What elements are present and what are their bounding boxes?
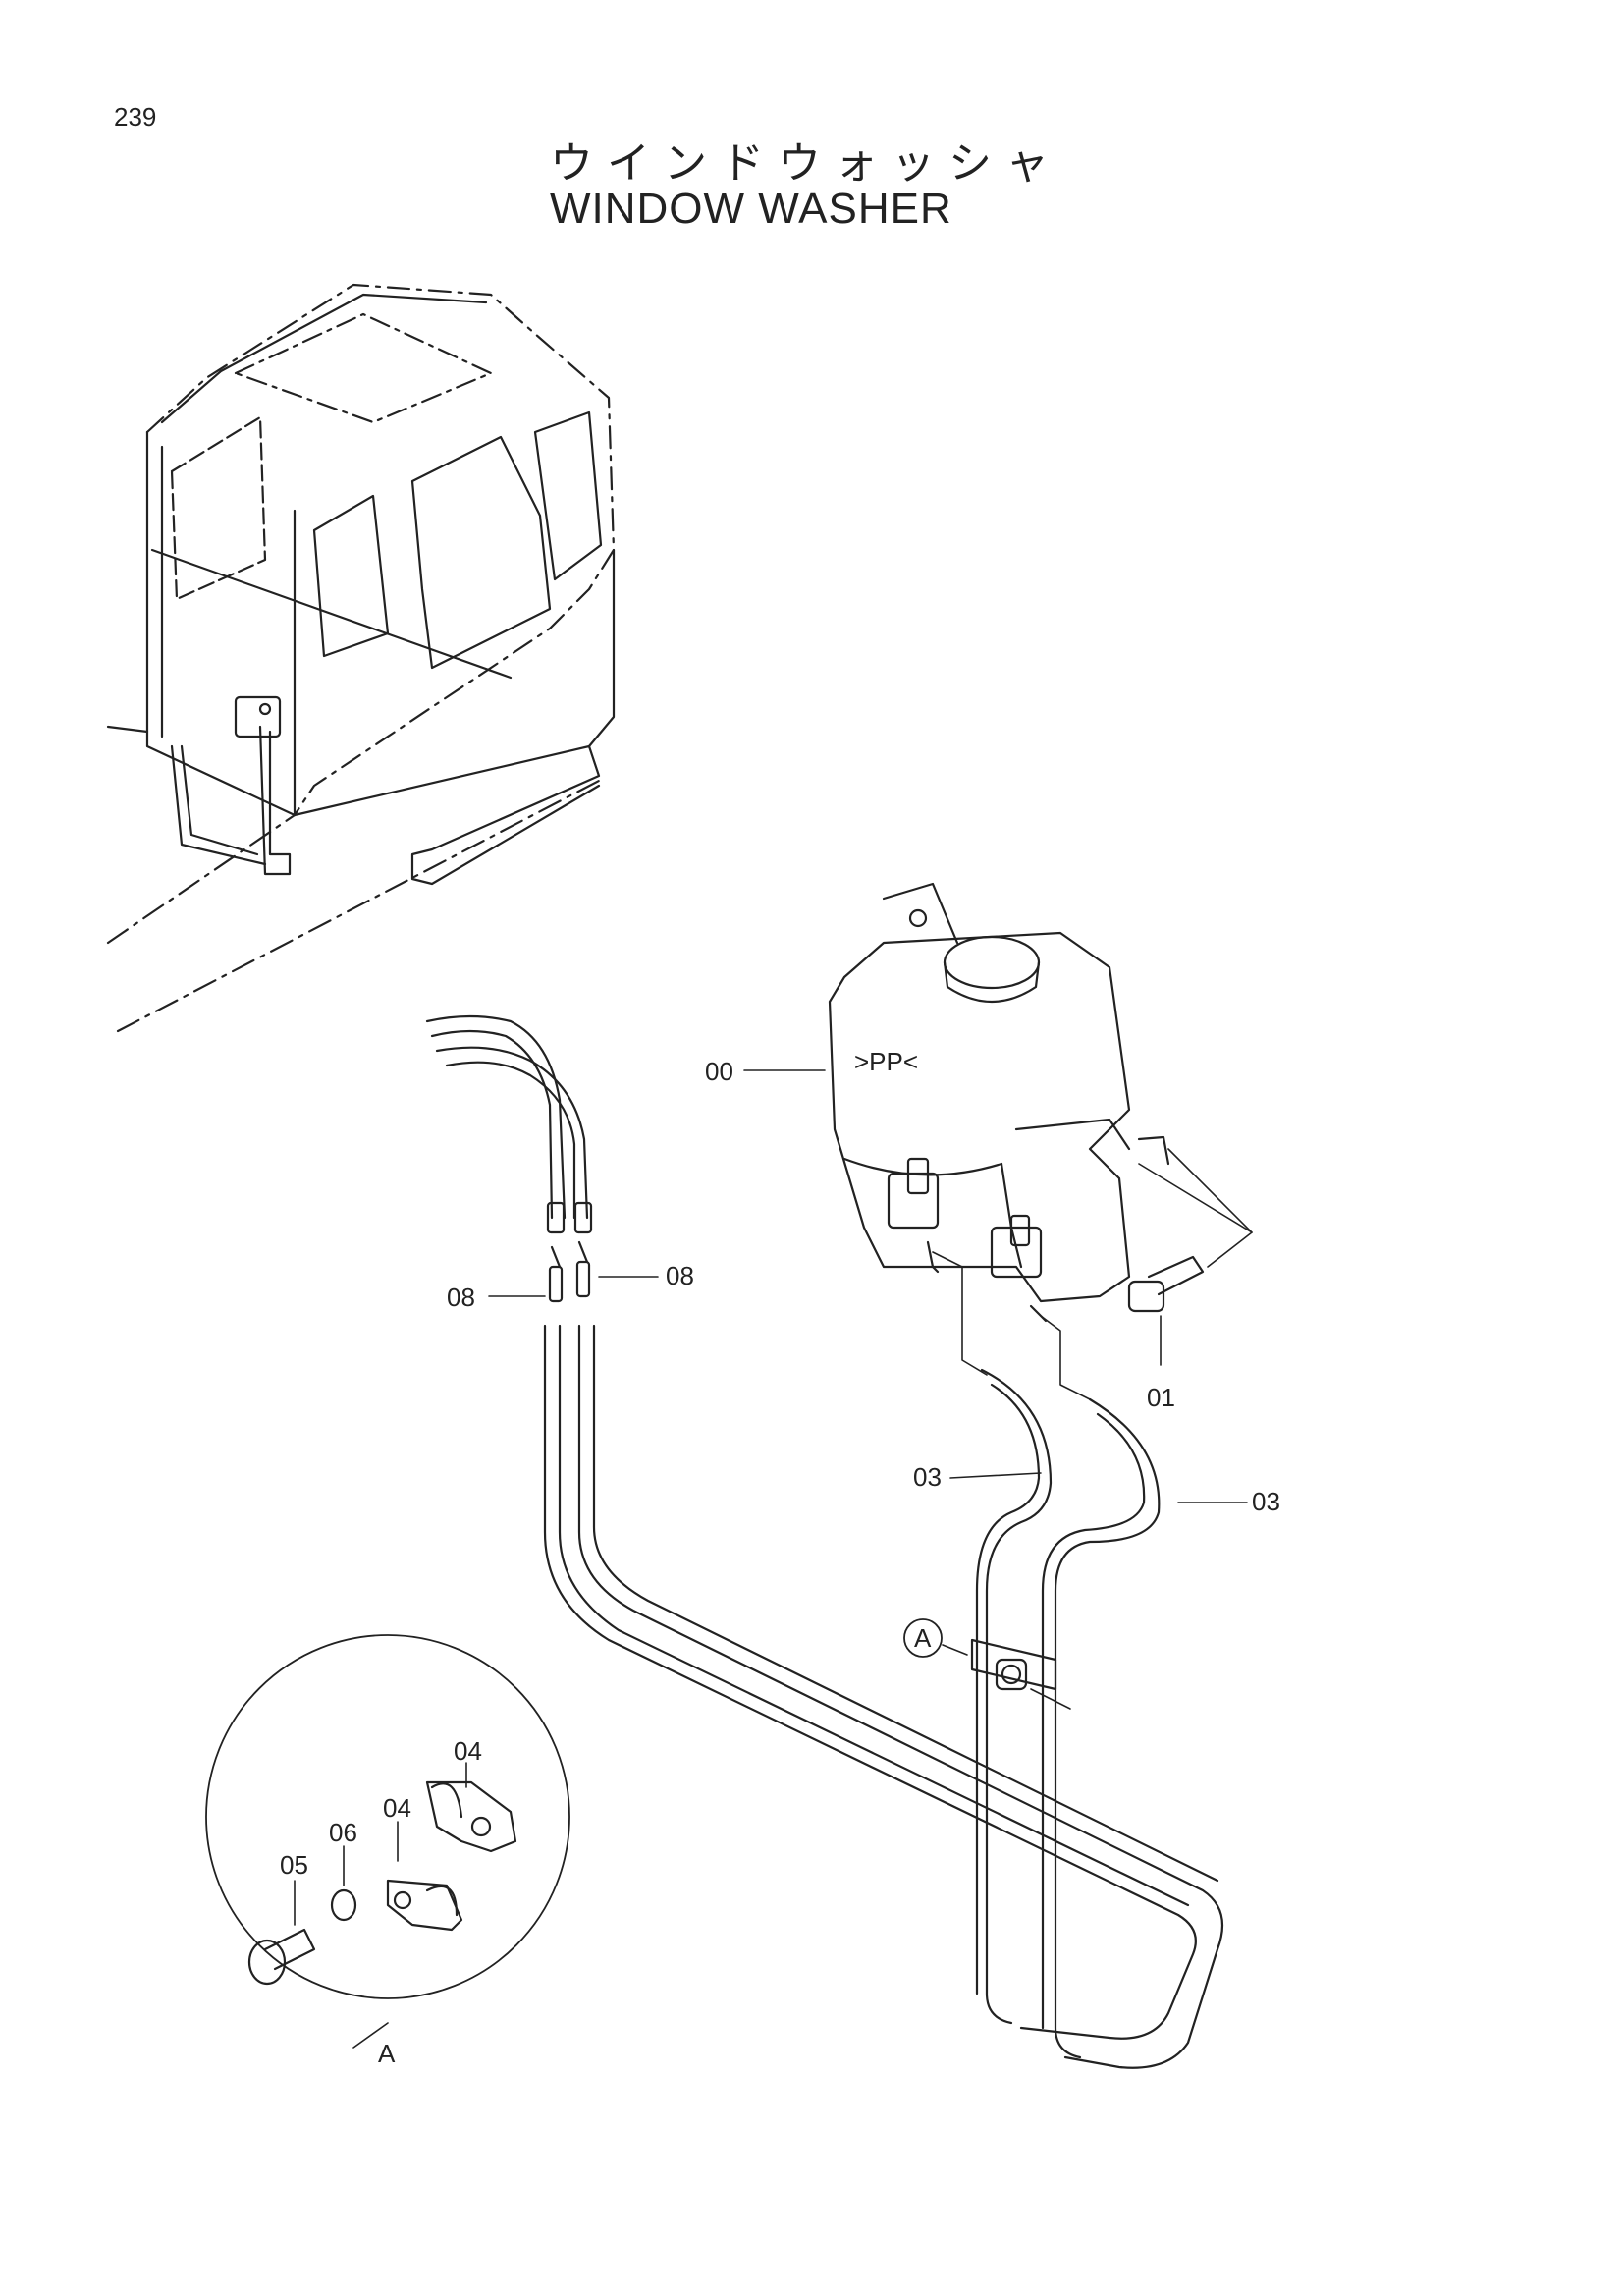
- tank-marking: >PP<: [854, 1047, 918, 1076]
- label-08-left: 08: [447, 1283, 475, 1312]
- label-08-right: 08: [666, 1261, 694, 1290]
- bolt-01: [1127, 1255, 1205, 1366]
- cab-illustration: [106, 283, 616, 1033]
- label-03-left: 03: [913, 1462, 942, 1492]
- joint-08-pair: [548, 1240, 591, 1303]
- hose-03-right: [1041, 1397, 1161, 2059]
- detail-circle: [205, 1634, 570, 1999]
- label-04-lower: 04: [383, 1793, 411, 1823]
- page-number: 239: [114, 102, 157, 132]
- hose-03-left: [975, 1368, 1053, 2025]
- label-detail-a: A: [378, 2039, 396, 2068]
- long-hose-pair: [543, 1324, 1224, 2069]
- tank-outlet-lines: [932, 1251, 1091, 1400]
- label-01: 01: [1147, 1383, 1175, 1412]
- upper-hose-pair: [425, 1014, 593, 1234]
- washer-tank: [828, 882, 1170, 1323]
- leader-lines: [294, 1069, 1248, 2049]
- label-00: 00: [705, 1057, 733, 1086]
- title-english: WINDOW WASHER: [550, 185, 952, 233]
- title-japanese: ウインドウォッシャ: [550, 138, 1062, 189]
- callout-a-bubble: [903, 1618, 943, 1658]
- label-callout-a: A: [914, 1623, 932, 1653]
- label-03-right: 03: [1252, 1487, 1280, 1516]
- label-04-upper: 04: [454, 1736, 482, 1766]
- label-05: 05: [280, 1850, 308, 1880]
- hose-clamp-a: [970, 1638, 1071, 1710]
- label-06: 06: [329, 1818, 357, 1847]
